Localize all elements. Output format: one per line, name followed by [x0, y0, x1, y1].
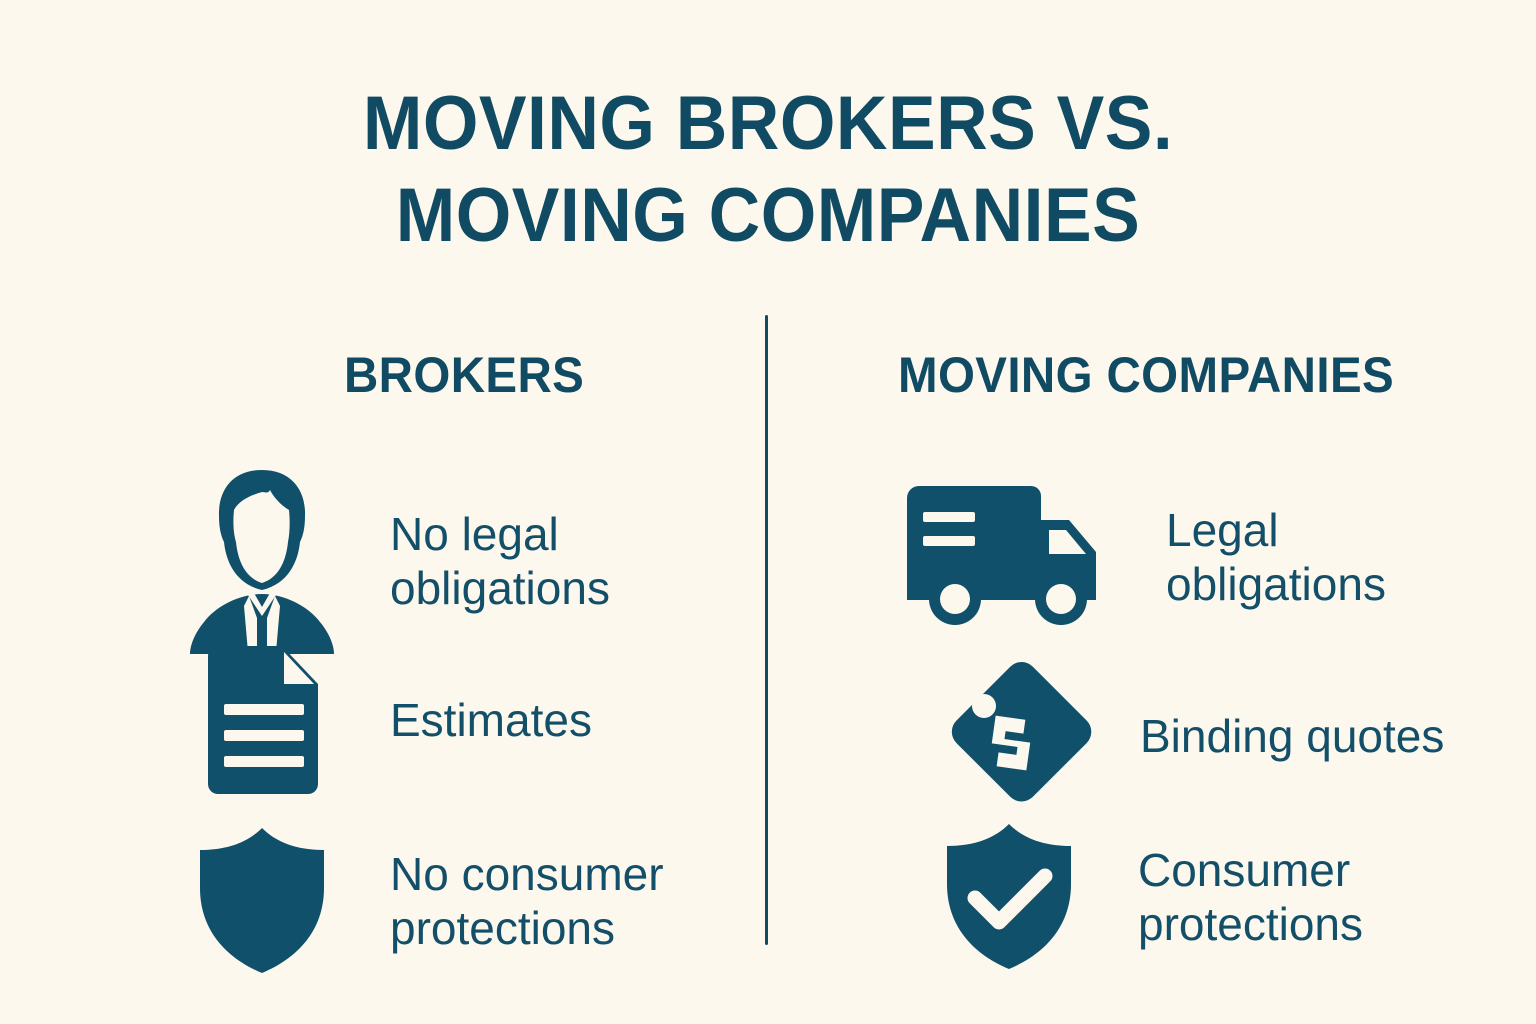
label-line-1: No legal [390, 508, 559, 560]
list-item-companies-3-label: Consumer protections [1138, 843, 1363, 951]
column-heading-brokers: BROKERS [344, 347, 585, 403]
label-line-2: protections [390, 902, 616, 954]
label-line-2: obligations [390, 562, 610, 614]
list-item-brokers-1-label: No legal obligations [390, 507, 610, 615]
column-brokers: BROKERS [186, 347, 746, 973]
list-item-brokers-3: No consumer protections [186, 826, 664, 976]
title-line-1: MOVING BROKERS VS. [362, 81, 1174, 166]
businessman-icon [186, 466, 338, 656]
shield-check-icon [908, 822, 1110, 972]
list-item-companies-2: Binding quotes [902, 656, 1444, 816]
label-line-1: Binding quotes [1140, 710, 1445, 762]
label-line-1: No consumer [390, 848, 664, 900]
page-title: MOVING BROKERS VS. MOVING COMPANIES [0, 78, 1536, 262]
list-item-brokers-2-label: Estimates [390, 693, 592, 747]
price-tag-icon [902, 656, 1110, 816]
column-moving-companies: MOVING COMPANIES [890, 347, 1490, 969]
list-item-brokers-2: Estimates [186, 644, 592, 796]
list-item-companies-3: Consumer protections [908, 822, 1363, 972]
document-icon [186, 644, 338, 796]
label-line-2: obligations [1166, 557, 1386, 610]
label-line-1: Legal [1166, 503, 1279, 556]
title-line-2: MOVING COMPANIES [395, 173, 1141, 258]
label-line-1: Consumer [1138, 844, 1351, 896]
column-divider [765, 315, 768, 945]
moving-truck-icon [890, 484, 1110, 629]
list-item-companies-1-label: Legal obligations [1166, 503, 1386, 611]
column-heading-moving-companies: MOVING COMPANIES [898, 347, 1395, 403]
label-line-2: protections [1138, 898, 1364, 950]
list-item-companies-2-label: Binding quotes [1140, 709, 1444, 763]
list-item-companies-1: Legal obligations [890, 484, 1386, 629]
shield-icon [186, 826, 338, 976]
list-item-brokers-3-label: No consumer protections [390, 847, 664, 955]
label-line-1: Estimates [390, 694, 592, 746]
list-item-brokers-1: No legal obligations [186, 466, 610, 656]
